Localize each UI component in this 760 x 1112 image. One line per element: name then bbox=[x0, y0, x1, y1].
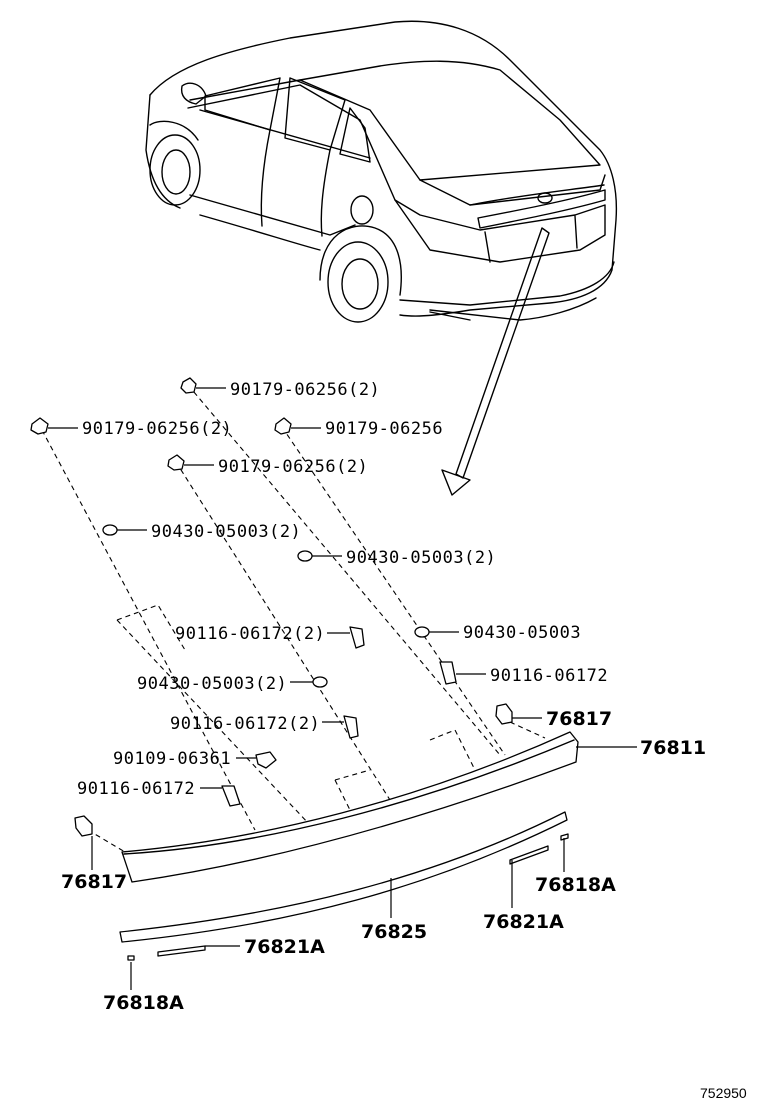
tape-right bbox=[509, 845, 549, 865]
nut-icon bbox=[167, 454, 185, 471]
washer-icon bbox=[102, 524, 118, 536]
label-nut: 90179-06256(2) bbox=[218, 457, 368, 477]
label-washer: 90430-05003 bbox=[463, 623, 581, 643]
washer-icon bbox=[312, 676, 328, 688]
label-tape: 76821A bbox=[483, 911, 564, 933]
label-tape: 76821A bbox=[244, 936, 325, 958]
label-nut: 90179-06256(2) bbox=[230, 380, 380, 400]
spoiler-pad bbox=[119, 811, 568, 943]
car-illustration bbox=[145, 20, 618, 323]
label-stopper: 76818A bbox=[535, 874, 616, 896]
label-clip: 76817 bbox=[546, 708, 612, 730]
bolt-icon bbox=[343, 715, 359, 739]
bolt-icon bbox=[439, 661, 457, 685]
label-bolt: 90116-06172 bbox=[77, 779, 195, 799]
location-arrow bbox=[441, 227, 550, 496]
label-washer: 90430-05003(2) bbox=[151, 522, 301, 542]
label-nut: 90179-06256(2) bbox=[82, 419, 232, 439]
label-nut: 90179-06256 bbox=[325, 419, 443, 439]
label-spoiler: 76811 bbox=[640, 737, 706, 759]
stopper-left bbox=[127, 955, 135, 961]
label-bolt: 90116-06172(2) bbox=[175, 624, 325, 644]
nut-icon bbox=[30, 417, 49, 435]
label-stopper: 76818A bbox=[103, 992, 184, 1014]
nut-icon bbox=[274, 417, 292, 435]
label-washer: 90430-05003(2) bbox=[137, 674, 287, 694]
stopper-right bbox=[560, 833, 569, 841]
figure-number: 752950 bbox=[700, 1085, 747, 1101]
washer-icon bbox=[297, 550, 313, 562]
rear-spoiler bbox=[121, 731, 579, 883]
label-washer: 90430-05003(2) bbox=[346, 548, 496, 568]
screw-icon bbox=[255, 751, 277, 769]
bolt-icon bbox=[349, 626, 365, 649]
clip-icon bbox=[495, 703, 513, 725]
fasteners bbox=[30, 377, 513, 837]
assembly-lines bbox=[41, 384, 546, 853]
spoiler-parts bbox=[119, 731, 579, 961]
clip-icon bbox=[74, 815, 93, 837]
part-labels: 90179-06256(2) 90179-06256(2) 90179-0625… bbox=[61, 380, 747, 1101]
label-clip: 76817 bbox=[61, 871, 127, 893]
bolt-icon bbox=[221, 785, 241, 807]
label-spoiler-pad: 76825 bbox=[361, 921, 427, 943]
label-bolt: 90116-06172 bbox=[490, 666, 608, 686]
washer-icon bbox=[414, 626, 430, 638]
leader-lines bbox=[48, 387, 637, 990]
nut-icon bbox=[180, 377, 197, 394]
label-screw: 90109-06361 bbox=[113, 749, 231, 769]
label-bolt: 90116-06172(2) bbox=[170, 714, 320, 734]
tape-left bbox=[157, 945, 206, 957]
